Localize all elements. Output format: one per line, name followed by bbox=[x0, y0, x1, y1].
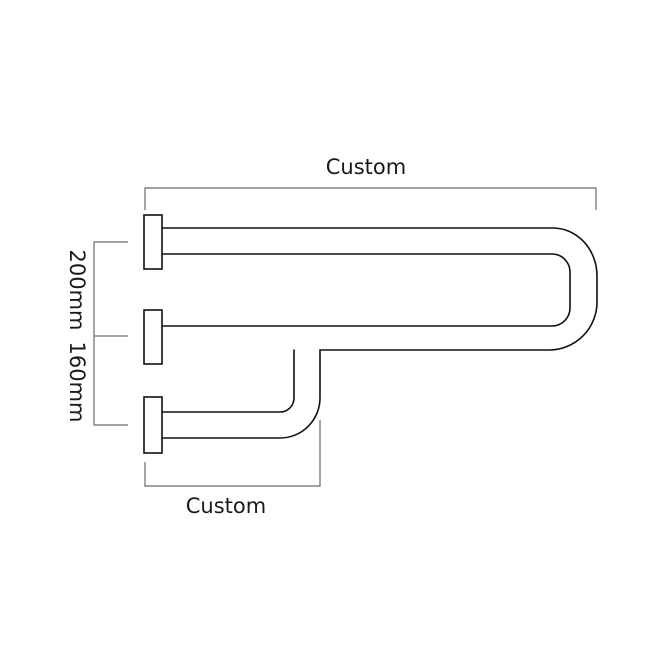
bottom-width-label: Custom bbox=[186, 494, 266, 518]
top-wall-flange bbox=[143, 214, 163, 270]
top-width-dimension-line bbox=[144, 187, 597, 210]
bottom-wall-flange bbox=[143, 396, 163, 454]
lower-l-rail bbox=[161, 349, 321, 439]
inner-height-label: 160mm bbox=[65, 342, 89, 423]
bottom-width-dimension-line bbox=[144, 420, 321, 487]
top-width-label: Custom bbox=[326, 155, 406, 179]
outer-height-label: 200mm bbox=[65, 250, 89, 331]
outer-height-dimension-line bbox=[93, 241, 128, 426]
upper-u-rail bbox=[161, 227, 598, 351]
middle-wall-flange bbox=[143, 309, 163, 365]
